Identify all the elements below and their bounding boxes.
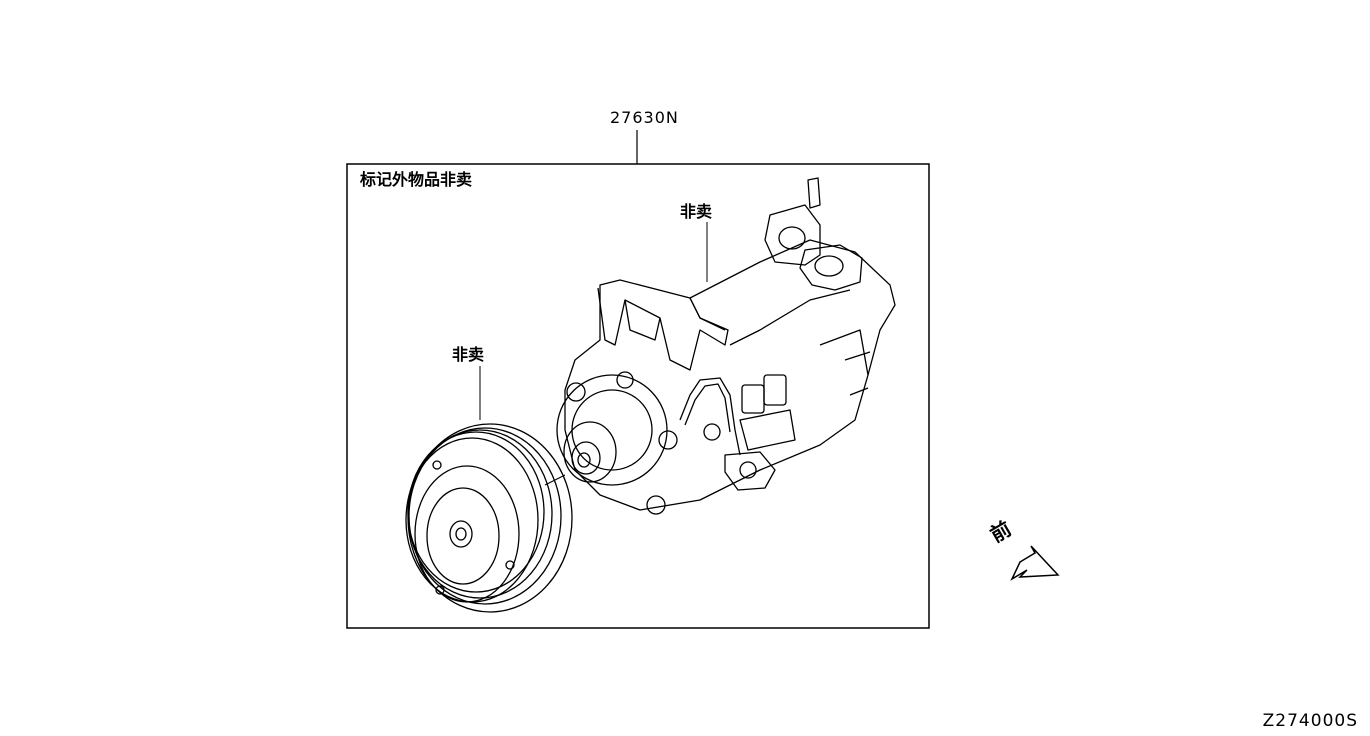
compressor-not-sold-label: 非卖 <box>680 202 713 221</box>
diagram-code-label: Z274000S <box>1262 711 1358 731</box>
pulley-illustration <box>405 423 573 613</box>
pulley-not-sold-label: 非卖 <box>452 345 485 364</box>
assembly-frame <box>346 163 930 629</box>
front-arrow-icon <box>1010 545 1060 581</box>
part-number-label: 27630N <box>610 108 679 127</box>
box-note-label: 标记外物品非卖 <box>360 170 473 189</box>
compressor-illustration <box>556 177 896 515</box>
